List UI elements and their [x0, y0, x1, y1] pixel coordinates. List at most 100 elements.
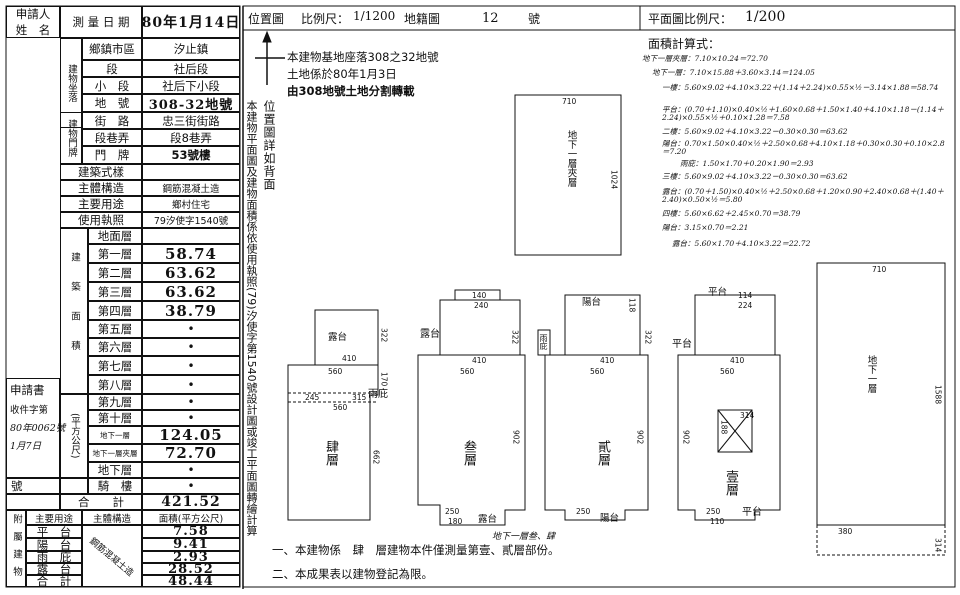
- annex-total-label: 合 計: [36, 574, 72, 588]
- plan-2f-outline: [544, 294, 649, 521]
- floor-4-value-cell: 38.79: [142, 301, 240, 320]
- calc-line-8: 三樓：5.60×9.02＋4.10×3.22－0.30×0.30＝63.62: [662, 172, 848, 181]
- annex-total-label-cell: 合 計: [26, 574, 82, 588]
- floor-3-value: 63.62: [165, 282, 217, 301]
- f1-dim-h: 114: [738, 291, 753, 300]
- floor-3-value-cell: 63.62: [142, 282, 240, 301]
- annex-struct-value: 鋼筋混凝土造: [87, 535, 135, 579]
- location-scale-value: 1/1200: [353, 9, 396, 23]
- usage-label: 主要用途: [78, 197, 124, 211]
- annex-total-value: 48.44: [168, 573, 214, 589]
- f1-dim-i: 224: [738, 301, 753, 310]
- f1-platform-left-label: 平台: [672, 339, 692, 350]
- f1-dim-b: 560: [720, 367, 735, 376]
- usage-label-cell: 主要用途: [60, 196, 142, 212]
- annex-2-value: 9.41: [173, 537, 209, 552]
- base-dim-s: 314: [933, 538, 943, 553]
- map-suffix: 號: [528, 12, 541, 26]
- floor-4-label-cell: 第四層: [88, 301, 142, 320]
- f3-dim-e: 902: [511, 430, 521, 445]
- f1-dim-d: 188: [719, 420, 729, 435]
- footnote-1: 一、本建物係 肆 層建物本件僅測量第壹、貳層部份。: [272, 543, 560, 557]
- f4-dim-f: 315: [352, 393, 367, 402]
- license-label: 使用執照: [78, 213, 124, 227]
- f3-dim-c: 410: [472, 356, 487, 365]
- f2-dim-d: 250: [576, 507, 591, 516]
- street-value-cell: 忠三街街路: [142, 112, 240, 129]
- floor-10-label-cell: 第十層: [88, 410, 142, 426]
- arcade-label-cell: 騎 樓: [88, 478, 142, 494]
- base-dim-w: 710: [872, 265, 887, 274]
- annex-4-label: 露 台: [36, 562, 72, 576]
- structure-value-cell: 鋼筋混凝土造: [142, 180, 240, 196]
- f1-platform-top-label: 平台: [708, 287, 728, 298]
- f3-dim-g: 180: [448, 517, 463, 526]
- vertical-note-1: 位置圖詳如背面: [262, 100, 276, 191]
- f4-plan-label: 肆層: [323, 440, 338, 466]
- total-label: 合 計: [78, 495, 124, 509]
- f3-dim-d: 560: [460, 367, 475, 376]
- f2-dim-b: 560: [590, 367, 605, 376]
- floor-8-label-cell: 第八層: [88, 375, 142, 394]
- calc-line-12: 露台：5.60×1.70＋4.10×3.22＝22.72: [672, 239, 811, 248]
- f3-terrace-top-label: 露台: [420, 329, 440, 340]
- calc-line-9: 露台：(0.70＋1.50)×0.40×½＋2.50×0.68＋1.20×0.9…: [662, 187, 944, 204]
- license-label-cell: 使用執照: [60, 212, 142, 228]
- basement-1-value: 124.05: [159, 426, 223, 444]
- basement-floor-label: 地下層: [97, 463, 133, 477]
- f2-plan-label: 貳層: [595, 440, 610, 466]
- location-note-2: 土地係於80年1月3日: [287, 67, 397, 81]
- unit-label-cell: (平方公尺): [60, 394, 88, 478]
- floor-9-value: •: [187, 395, 195, 409]
- floor-6-value-cell: •: [142, 338, 240, 356]
- calc-line-4: 平台：(0.70＋1.10)×0.40×½＋1.60×0.68＋1.50×1.4…: [662, 105, 944, 122]
- applicant-name-header: 姓 名: [15, 23, 51, 37]
- floor-ground-value-cell: [142, 228, 240, 244]
- mezz-dim-h: 1024: [609, 170, 619, 190]
- floor-8-value-cell: •: [142, 375, 240, 394]
- footnote-2: 二、本成果表以建物登記為限。: [272, 567, 433, 581]
- annex-3-value: 2.93: [173, 549, 209, 565]
- door-label: 門 牌: [94, 148, 130, 162]
- arcade-value: •: [187, 479, 195, 493]
- side-label-area: 建築面積: [60, 228, 88, 394]
- floor-ground-label-cell: 地面層: [88, 228, 142, 244]
- f1-dim-c: 314: [740, 411, 755, 420]
- floor-2-label-cell: 第二層: [88, 263, 142, 282]
- f3-dim-f: 250: [445, 507, 460, 516]
- vertical-note-2: 本建物平面圖及建物面積係依使用執照(79)汐使字第1540號設計圖或竣工平面圖轉…: [245, 100, 258, 536]
- plan-3f-top: [454, 289, 501, 300]
- lot-value-cell: 308-32地號: [142, 94, 240, 113]
- floor-7-value: •: [187, 358, 195, 373]
- plan-1f-void-x2: [717, 409, 753, 453]
- basement-floor-label-cell: 地下層: [88, 462, 142, 478]
- floor-7-label: 第七層: [97, 358, 133, 373]
- f1-dim-g: 110: [710, 517, 725, 526]
- floor-5-label: 第五層: [97, 322, 133, 336]
- annex-4-label-cell: 露 台: [26, 562, 82, 576]
- f4-terrace-label: 露台: [328, 332, 348, 343]
- floor-9-value-cell: •: [142, 394, 240, 410]
- f2-balcony-label: 陽台: [600, 513, 620, 524]
- basement-plan-label: 地下一層: [865, 355, 877, 393]
- blank-cell-2: [6, 494, 60, 510]
- floor-9-label-cell: 第九層: [88, 394, 142, 410]
- street-label: 街 路: [94, 113, 130, 128]
- annex-2-label: 陽 台: [36, 537, 72, 552]
- location-note-3: 由308地號土地分割轉載: [287, 84, 415, 98]
- basement-floor-value-cell: •: [142, 462, 240, 478]
- lot-label: 地 號: [94, 96, 130, 110]
- section-label: 段: [106, 61, 118, 76]
- floor-8-value: •: [187, 377, 195, 392]
- floor-7-value-cell: •: [142, 356, 240, 375]
- floor-4-label: 第四層: [97, 303, 133, 318]
- subsection-label-cell: 小 段: [82, 77, 142, 94]
- floor-1-label: 第一層: [97, 246, 133, 261]
- annex-total-value-cell: 48.44: [142, 573, 240, 589]
- floor-1-value: 58.74: [165, 244, 217, 263]
- style-value-cell: [142, 164, 240, 180]
- f1-dim-f: 250: [706, 507, 721, 516]
- township-value: 汐止鎮: [173, 42, 209, 56]
- lot-value: 308-32地號: [148, 97, 234, 113]
